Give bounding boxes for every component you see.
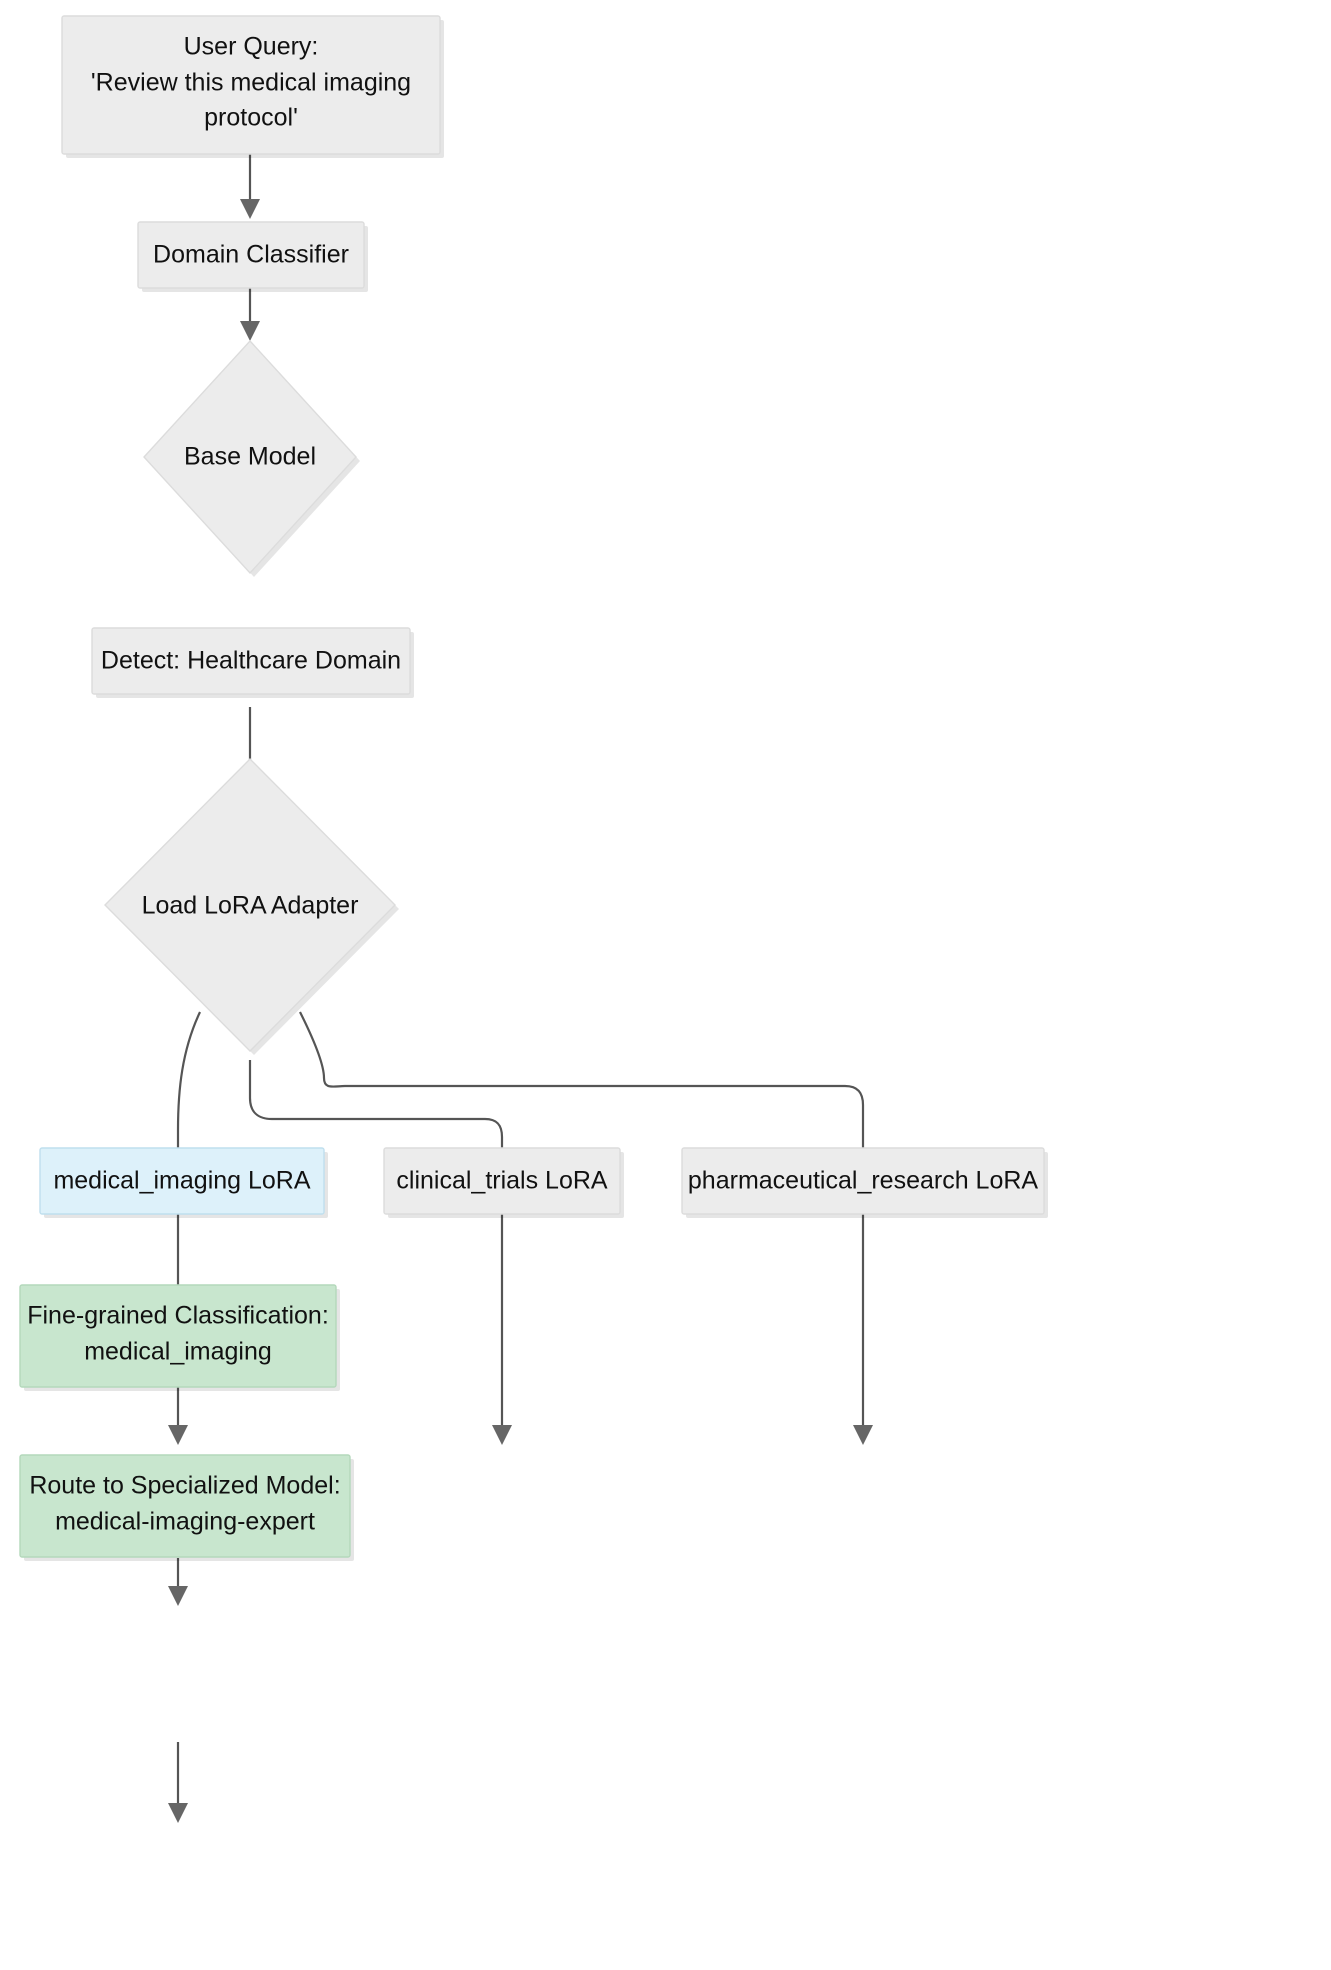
node-user-query-line3: protocol' (204, 104, 298, 132)
node-fine-grained-classification-line1: Fine-grained Classification: (27, 1302, 329, 1330)
node-pharmaceutical-research-lora-label: pharmaceutical_research LoRA (688, 1167, 1039, 1195)
edge-medical-imaging-to-fine-grained (168, 1558, 188, 1606)
edge-domain-classifier-to-base-model (240, 288, 260, 341)
edge-load-lora-to-clinical-trials (248, 1060, 512, 1445)
node-base-model-label: Base Model (184, 443, 316, 471)
node-load-lora-adapter-diamond[interactable] (104, 758, 396, 1052)
node-domain-classifier-label: Domain Classifier (153, 241, 349, 269)
node-route-to-specialized-model[interactable]: Route to Specialized Model: medical-imag… (19, 1454, 354, 1561)
node-route-to-specialized-model-box[interactable] (19, 1454, 351, 1558)
node-fine-grained-classification[interactable]: Fine-grained Classification: medical_ima… (19, 1284, 340, 1391)
node-detect-healthcare-domain-label: Detect: Healthcare Domain (101, 647, 401, 675)
node-base-model-diamond[interactable] (143, 339, 357, 575)
node-clinical-trials-lora-box[interactable] (383, 1147, 621, 1215)
node-user-query-line1: User Query: (184, 33, 319, 61)
node-pharmaceutical-research-lora-box[interactable] (681, 1147, 1045, 1215)
node-domain-classifier[interactable]: Domain Classifier (137, 221, 368, 292)
node-detect-healthcare-domain[interactable]: Detect: Healthcare Domain (91, 627, 414, 698)
edge-user-query-to-domain-classifier (240, 153, 260, 219)
node-clinical-trials-lora[interactable]: clinical_trials LoRA (383, 1147, 624, 1218)
node-clinical-trials-lora-label: clinical_trials LoRA (396, 1167, 608, 1195)
node-medical-imaging-lora-label: medical_imaging LoRA (53, 1167, 310, 1195)
node-fine-grained-classification-box[interactable] (19, 1284, 337, 1388)
node-route-to-specialized-model-line1: Route to Specialized Model: (29, 1472, 340, 1500)
node-user-query-box[interactable] (61, 15, 441, 155)
node-user-query-line2: 'Review this medical imaging (91, 69, 411, 97)
node-route-to-specialized-model-line2: medical-imaging-expert (55, 1508, 315, 1536)
node-base-model[interactable]: Base Model (143, 339, 360, 577)
node-domain-classifier-box[interactable] (137, 221, 365, 289)
edge-load-lora-to-medical-imaging (168, 1011, 201, 1445)
node-fine-grained-classification-line2: medical_imaging (84, 1338, 272, 1366)
edge-load-lora-to-pharmaceutical-research (299, 1011, 873, 1445)
node-load-lora-adapter[interactable]: Load LoRA Adapter (104, 758, 399, 1055)
node-detect-healthcare-domain-box[interactable] (91, 627, 411, 695)
node-load-lora-adapter-label: Load LoRA Adapter (142, 892, 359, 920)
nodes-layer: User Query: 'Review this medical imaging… (19, 15, 1048, 1561)
edge-fine-grained-to-route (168, 1742, 188, 1823)
node-medical-imaging-lora[interactable]: medical_imaging LoRA (39, 1147, 328, 1218)
node-pharmaceutical-research-lora[interactable]: pharmaceutical_research LoRA (681, 1147, 1048, 1218)
node-medical-imaging-lora-box[interactable] (39, 1147, 325, 1215)
node-user-query[interactable]: User Query: 'Review this medical imaging… (61, 15, 444, 158)
